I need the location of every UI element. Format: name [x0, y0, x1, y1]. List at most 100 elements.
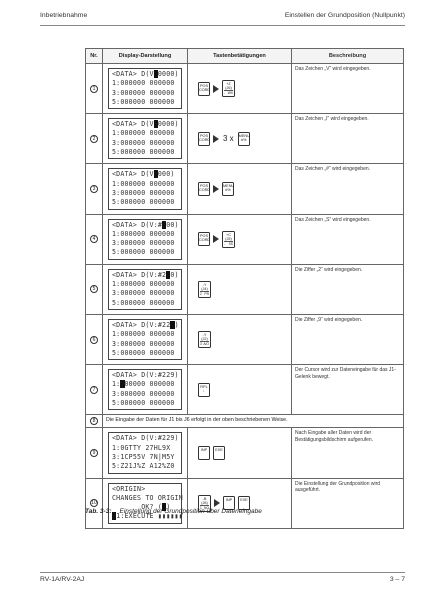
- lcd-line: <DATA> D(V 0000): [112, 70, 179, 79]
- header-rule: [40, 25, 405, 26]
- lcd-line: 1:000000 000000: [112, 280, 175, 289]
- lcd-display: <ORIGIN>CHANGES TO ORIGIN OK? ( ) 1:EXEC…: [108, 482, 183, 524]
- key-inp[interactable]: INP: [198, 445, 210, 460]
- row-number: 10: [85, 477, 103, 529]
- lcd-line: OK? ( ): [112, 503, 178, 512]
- arrow-icon: [213, 235, 219, 244]
- key-sequence: RPL↓: [188, 382, 291, 397]
- page-header: Inbetriebnahme Einstellen der Grundposit…: [40, 12, 405, 24]
- description-cell: Nach Eingabe aller Daten wird der Bestät…: [291, 427, 404, 479]
- description-cell: Das Zeichen „S“ wird eingegeben.: [291, 213, 404, 265]
- lcd-line: 1:000000 000000: [112, 179, 175, 188]
- key-menu[interactable]: MENU#%: [222, 181, 234, 196]
- repeat-count: 3 x: [223, 134, 234, 144]
- footer-right: 3 – 7: [389, 576, 405, 583]
- description-cell: Die Ziffer „9“ wird eingegeben.: [291, 313, 404, 366]
- row-number: 7: [85, 364, 103, 416]
- table-caption: Tab. 3-3:Einstellung der Grundposition ü…: [85, 508, 262, 515]
- row-number: 1: [85, 62, 103, 115]
- display-cell: <ORIGIN>CHANGES TO ORIGIN OK? ( ) 1:EXEC…: [102, 477, 188, 529]
- lcd-line: <DATA> D(V:# 00): [112, 220, 179, 230]
- description-cell: Das Zeichen „V“ wird eingegeben.: [291, 62, 404, 115]
- row-number-badge: 2: [90, 134, 98, 143]
- lcd-text: <DATA> D(V: [112, 170, 154, 179]
- key-exe[interactable]: EXE: [238, 496, 250, 511]
- description-cell: Die Einstellung der Grundposition wird a…: [291, 477, 404, 529]
- col-nr: Nr.: [85, 48, 103, 64]
- arrow-icon: [213, 184, 219, 193]
- lcd-text: 0000): [157, 120, 179, 129]
- col-keys: Tastenbetätigungen: [187, 48, 292, 64]
- row-number-badge: 1: [90, 84, 98, 93]
- lcd-line: 5:000000 000000: [112, 298, 175, 307]
- description-cell: Die Ziffer „2“ wird eingegeben.: [291, 263, 404, 315]
- row-number-badge: 8: [90, 417, 98, 426]
- row-number-badge: 6: [90, 335, 98, 344]
- footer-rule: [40, 572, 405, 573]
- lcd-text: <DATA> D(V:#: [112, 220, 163, 229]
- lcd-text: 1:EXECUTE ▮▮▮▮▮▮: [116, 512, 183, 521]
- arrow-icon: [214, 499, 220, 508]
- lcd-line: 1:000000 000000: [112, 330, 175, 339]
- row-number: 6: [85, 313, 103, 366]
- lcd-line: <DATA> D(V 000): [112, 170, 178, 179]
- lcd-line: <DATA> D(V:#229): [112, 371, 179, 380]
- row-number-badge: 5: [90, 285, 98, 294]
- table-header-row: Nr. Display-Darstellung Tastenbetätigung…: [85, 48, 404, 64]
- lcd-line: 3:000000 000000: [112, 239, 175, 248]
- lcd-text: 000): [157, 170, 175, 179]
- lcd-cursor: [162, 220, 167, 229]
- description-cell: Das Zeichen „#“ wird eingegeben.: [291, 163, 404, 215]
- lcd-cursor: [120, 380, 125, 389]
- col-display: Display-Darstellung: [102, 48, 188, 64]
- key-z[interactable]: +Z(J6)-WX: [222, 80, 235, 98]
- lcd-line: 1:0GTTY 27HL9X: [112, 443, 171, 452]
- lcd-text: <DATA> D(V: [112, 120, 154, 129]
- lcd-text: 00000 000000: [124, 380, 175, 389]
- description-cell: Der Cursor wird zur Dateneingabe für das…: [291, 364, 404, 416]
- lcd-text: <DATA> D(V:#2: [112, 270, 167, 279]
- header-right: Einstellen der Grundposition (Nullpunkt): [284, 12, 405, 19]
- lcd-line: 3:000000 000000: [112, 138, 175, 147]
- lcd-line: 3:000000 000000: [112, 339, 175, 348]
- key-exe[interactable]: EXE: [213, 445, 225, 460]
- lcd-text: ): [174, 320, 179, 329]
- lcd-cursor: [153, 120, 158, 129]
- table-row: 10<ORIGIN>CHANGES TO ORIGIN OK? ( ) 1:EX…: [85, 477, 404, 529]
- key-menu[interactable]: MENU#%: [237, 131, 250, 146]
- key-rpl[interactable]: RPL↓: [198, 382, 210, 397]
- lcd-line: CHANGES TO ORIGIN: [112, 493, 183, 502]
- key-c[interactable]: +C(J5)-SS: [222, 230, 235, 248]
- row-number-badge: 4: [90, 235, 98, 244]
- lcd-line: 1: 00000 000000: [112, 380, 178, 389]
- key-inp[interactable]: INP: [223, 496, 235, 511]
